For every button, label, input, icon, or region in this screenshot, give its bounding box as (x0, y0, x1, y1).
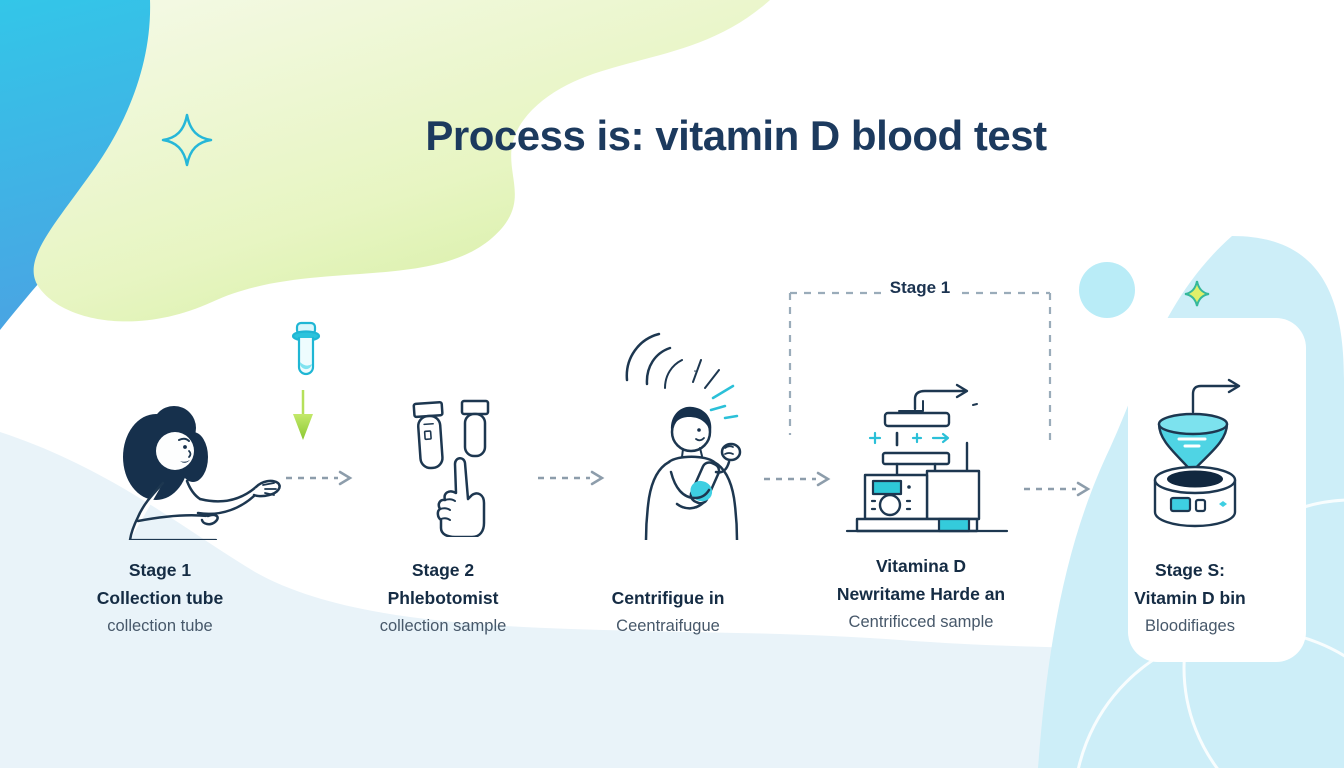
stage4-caption: Vitamina D Newritame Harde an Centrificc… (801, 552, 1041, 636)
dashed-arrow-icon (1024, 481, 1091, 497)
stage1-title-line: Stage 1 (128, 560, 192, 580)
stage5-subtitle: Bloodifiages (1145, 617, 1235, 635)
green-down-arrow-icon (293, 390, 313, 440)
stage-bracket (788, 291, 1052, 445)
centrifuge-machine-illustration (845, 383, 1009, 533)
stage2-title-line: Stage 2 (411, 560, 475, 580)
stage4-title-line: Newritame Harde an (836, 584, 1006, 604)
test-tube-icon (291, 321, 321, 376)
white-arc-line (1182, 498, 1344, 768)
stage1-title-line: Collection tube (96, 588, 224, 608)
dashed-arrow-icon (764, 471, 831, 487)
stage2-caption: Stage 2 Phlebotomist collection sample (323, 556, 563, 640)
dashed-arrow-icon (538, 470, 605, 486)
light-blue-circle (1079, 262, 1135, 318)
funnel-into-analyzer-illustration (1153, 378, 1241, 528)
small-sparkle-icon (1184, 280, 1210, 307)
page-title: Process is: vitamin D blood test (425, 112, 1047, 160)
stage5-title-line: Vitamin D bin (1134, 588, 1246, 608)
stage1-caption: Stage 1 Collection tube collection tube (40, 556, 280, 640)
stage1-subtitle: collection tube (107, 617, 213, 635)
blob-cyan (0, 0, 520, 330)
bracket-label: Stage 1 (889, 278, 951, 297)
woman-presenting-illustration (123, 406, 281, 540)
bottom-wash (0, 432, 1344, 768)
stage5-caption: Stage S: Vitamin D bin Bloodifiages (1070, 556, 1310, 640)
stage3-caption: Centrifigue in Ceentraifugue (548, 556, 788, 640)
stage2-title-line: Phlebotomist (387, 588, 499, 608)
dashed-arrow-icon (286, 470, 353, 486)
stage2-subtitle: collection sample (379, 617, 507, 635)
person-shaking-sample-illustration (625, 332, 742, 540)
stage5-title-line: Stage S: (1154, 560, 1226, 580)
sparkle-outline-icon (161, 113, 213, 167)
stage4-subtitle: Centrificced sample (848, 613, 994, 631)
stage3-title-line (548, 556, 788, 584)
hand-with-test-tubes-illustration (412, 399, 490, 537)
blob-green (33, 0, 770, 322)
stage3-title-line: Centrifigue in (611, 588, 725, 608)
stage3-subtitle: Ceentraifugue (616, 617, 720, 635)
stage4-title-line: Vitamina D (875, 556, 967, 576)
